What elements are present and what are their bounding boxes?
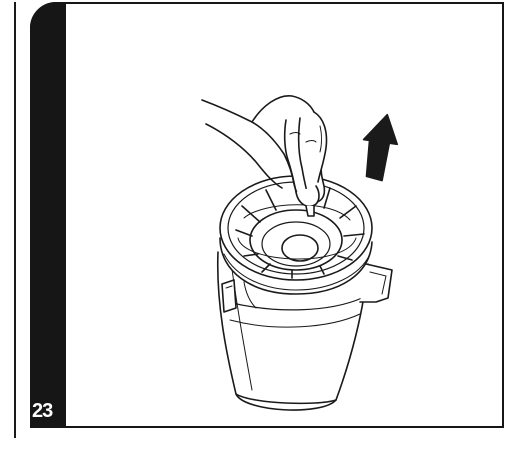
filter-removal-illustration [201,95,399,411]
page-margin-rule [14,2,16,438]
up-arrow-icon [362,113,399,182]
filter-basket-icon [219,175,373,281]
step-number: 23 [32,400,53,422]
step-panel-frame [30,2,504,428]
hand-icon [201,95,328,217]
container-body-icon [216,251,393,411]
step-sidebar-bar [30,2,66,428]
